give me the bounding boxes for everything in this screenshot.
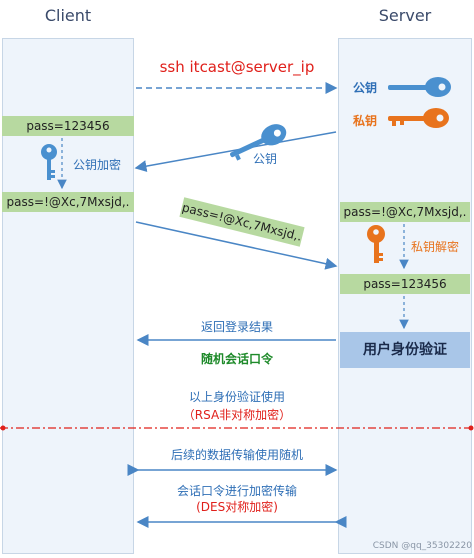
random-session-token-label: 随机会话口令 xyxy=(200,352,273,366)
later-line2: 会话口令进行加密传输 xyxy=(176,484,297,498)
client-header: Client xyxy=(44,6,92,25)
server-plain-password: pass=123456 xyxy=(340,274,470,294)
pubkey-arrow xyxy=(134,131,337,173)
server-user-verify: 用户身份验证 xyxy=(340,332,470,368)
watermark: CSDN @qq_35302220 xyxy=(372,541,472,551)
cipher-arrow xyxy=(135,221,338,270)
private-key-label: 私钥 xyxy=(352,114,377,128)
public-key-send-label: 公钥 xyxy=(252,152,277,166)
client-cipher-password: pass=!@Xc,7Mxsjd,. xyxy=(2,192,134,212)
ssh-command-label: ssh itcast@server_ip xyxy=(159,58,315,76)
key-orange-icon xyxy=(388,108,449,128)
key-blue-icon xyxy=(388,77,451,97)
public-key-label: 公钥 xyxy=(352,81,377,95)
client-plain-password: pass=123456 xyxy=(2,116,134,136)
server-lane xyxy=(338,38,472,554)
return-login-result-label: 返回登录结果 xyxy=(200,320,273,334)
key-blue-icon xyxy=(41,144,57,180)
later-line3: (DES对称加密) xyxy=(196,500,278,514)
auth-note-line2: （RSA非对称加密） xyxy=(182,408,292,422)
client-pubkey-encrypt-label: 公钥加密 xyxy=(72,158,121,172)
auth-note-line1: 以上身份验证使用 xyxy=(188,390,285,404)
server-cipher-password: pass=!@Xc,7Mxsjd,. xyxy=(340,202,470,222)
server-header: Server xyxy=(378,6,432,25)
server-privkey-decrypt-label: 私钥解密 xyxy=(410,240,459,254)
key-blue-icon xyxy=(230,124,287,161)
later-line1: 后续的数据传输使用随机 xyxy=(170,448,303,462)
key-orange-icon xyxy=(367,225,385,263)
